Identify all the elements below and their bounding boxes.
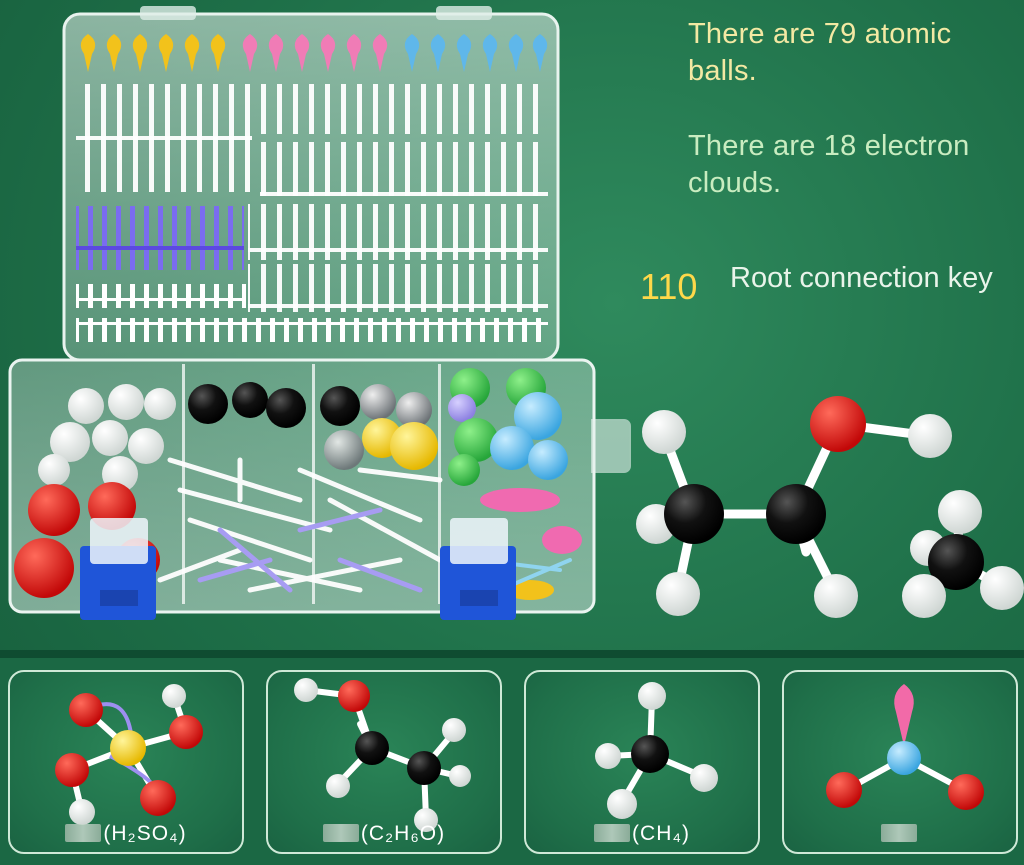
- section-divider: [0, 650, 1024, 658]
- blue-clip-left: [80, 518, 156, 620]
- formula-text: (CH₄): [632, 822, 690, 845]
- open-lid: [62, 6, 560, 362]
- redacted-text: [594, 824, 631, 842]
- methane-model: [902, 490, 1024, 618]
- root-connection-label: Root connection key: [730, 262, 993, 294]
- electron-clouds-caption: There are 18 electron clouds.: [688, 130, 970, 199]
- white-atom-balls: [38, 384, 176, 492]
- ethanol-model: [636, 396, 952, 618]
- top-area: There are 79 atomic balls. There are 18 …: [8, 6, 1024, 620]
- methane-panel: (CH₄): [524, 670, 760, 854]
- blue-clip-right: [440, 518, 516, 620]
- panel-formula-label: (C₂H₆O): [268, 822, 500, 846]
- electron-cloud-panel: [782, 670, 1018, 854]
- sulfuric-acid-panel: (H₂SO₄): [8, 670, 244, 854]
- panel-formula-label: [784, 822, 1016, 846]
- ethanol-panel: (C₂H₆O): [266, 670, 502, 854]
- methane-small-model: [595, 682, 718, 819]
- formula-text: (H₂SO₄): [103, 822, 187, 845]
- colored-atom-balls: [448, 368, 582, 600]
- panel-formula-label: (H₂SO₄): [10, 822, 242, 846]
- connector-key-rows: [76, 84, 548, 342]
- black-atom-balls: [188, 382, 432, 470]
- ethanol-small-model: [294, 678, 471, 832]
- storage-tray: [8, 358, 631, 620]
- electron-cloud-row: [80, 34, 548, 72]
- formula-text: (C₂H₆O): [360, 822, 446, 845]
- electron-cloud-model: [826, 684, 984, 810]
- sulfuric-acid-model: [55, 684, 203, 825]
- redacted-text: [322, 824, 359, 842]
- panel-formula-label: (CH₄): [526, 822, 758, 846]
- redacted-text: [65, 824, 102, 842]
- root-count: 110: [640, 266, 698, 307]
- yellow-atom-balls: [362, 418, 438, 470]
- product-photo: [8, 6, 1024, 620]
- redacted-text: [881, 824, 917, 842]
- atomic-balls-caption: There are 79 atomic balls.: [688, 18, 952, 87]
